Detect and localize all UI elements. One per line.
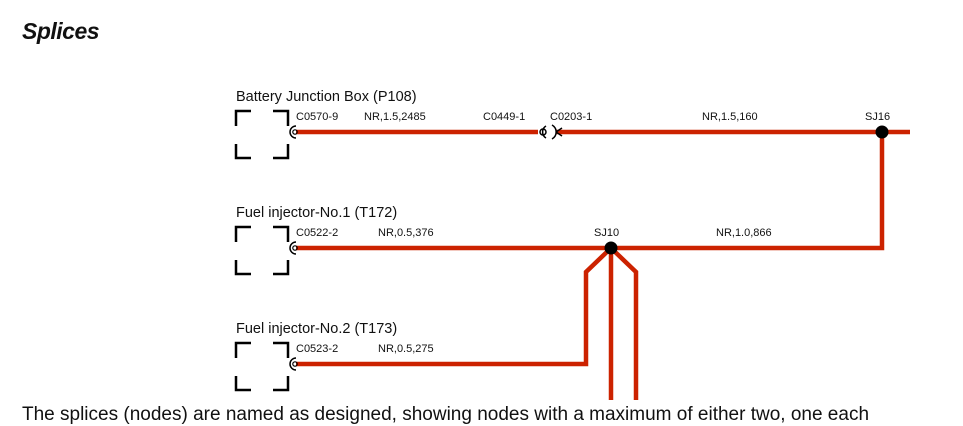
component-battery-junction-box: Battery Junction Box (P108) C0570-9 NR,1… [234, 89, 426, 160]
inline-connector-left-label: C0449-1 [483, 111, 525, 123]
connector-label: C0570-9 [296, 111, 338, 123]
splice-sj10-dot [604, 241, 618, 255]
wire-label: NR,0.5,376 [378, 227, 434, 239]
component-fuel-injector-1: Fuel injector-No.1 (T172) C0522-2 NR,0.5… [234, 205, 434, 276]
component-label: Battery Junction Box (P108) [236, 89, 417, 105]
component-fuel-injector-2: Fuel injector-No.2 (T173) C0523-2 NR,0.5… [234, 321, 434, 392]
footer-text: The splices (nodes) are named as designe… [22, 404, 870, 425]
wire-label-top-right: NR,1.5,160 [702, 111, 758, 123]
component-label: Fuel injector-No.1 (T172) [236, 205, 397, 221]
splice-sj10-label: SJ10 [594, 227, 619, 239]
wire-label: NR,0.5,275 [378, 343, 434, 355]
wire-sj10-to-injector2 [296, 246, 613, 367]
wire-label-mid-right: NR,1.0,866 [716, 227, 772, 239]
splice-sj16-dot [875, 125, 889, 139]
wire-sj16-to-sj10 [611, 132, 885, 251]
component-label: Fuel injector-No.2 (T173) [236, 321, 397, 337]
wiring-diagram: Battery Junction Box (P108) C0570-9 NR,1… [234, 89, 910, 400]
splice-sj16-label: SJ16 [865, 111, 890, 123]
connector-label: C0523-2 [296, 343, 338, 355]
inline-connector-right-label: C0203-1 [550, 111, 592, 123]
connector-label: C0522-2 [296, 227, 338, 239]
wires [296, 129, 910, 400]
page-title: Splices [22, 18, 100, 44]
wire-sj10-down-right [609, 246, 639, 400]
inline-connector-symbol [539, 124, 563, 140]
wire-label: NR,1.5,2485 [364, 111, 426, 123]
